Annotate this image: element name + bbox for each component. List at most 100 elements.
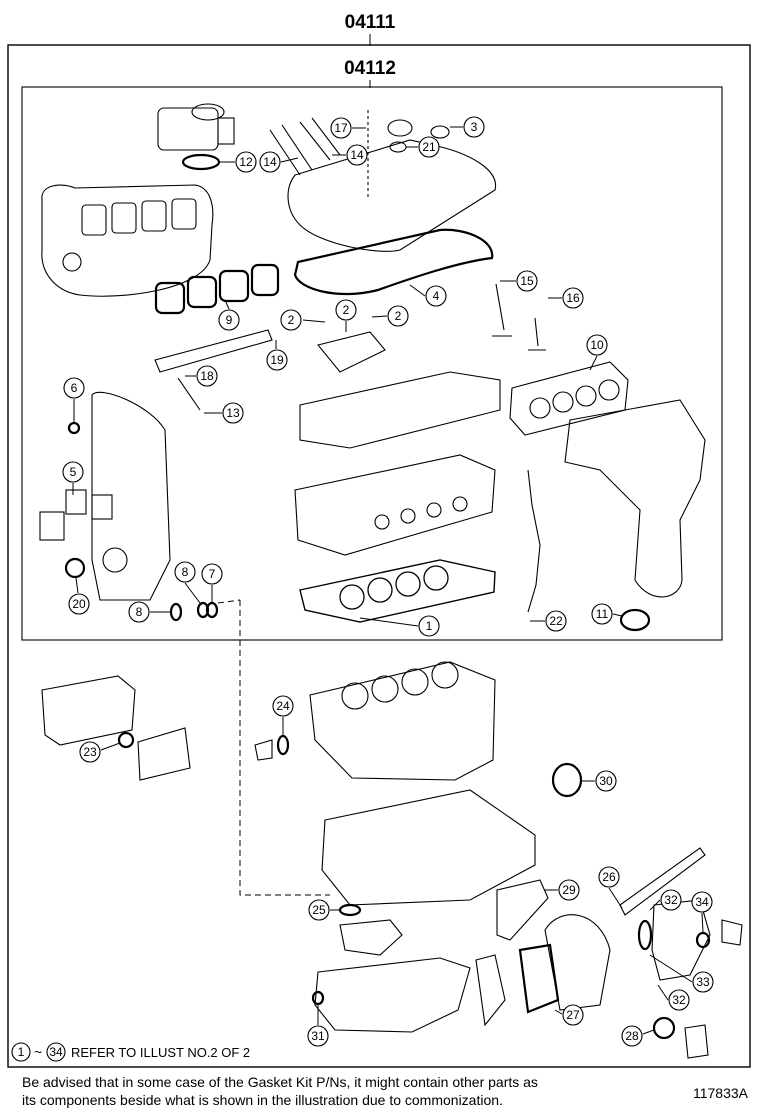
svg-text:34: 34 (695, 895, 709, 909)
callout-19: 19 (266, 340, 288, 371)
illustration-id: 117833A (692, 1085, 748, 1101)
callout-31: 31 (307, 1005, 329, 1047)
callout-25: 25 (308, 899, 340, 921)
svg-text:1: 1 (18, 1045, 25, 1059)
throttle-body (157, 103, 235, 151)
callout-30: 30 (581, 770, 617, 792)
crank-front-oil-seal (64, 557, 86, 579)
svg-text:8: 8 (136, 605, 143, 619)
svg-text:13: 13 (226, 406, 240, 420)
water-outlet (684, 1024, 709, 1059)
svg-text:5: 5 (70, 465, 77, 479)
oil-pressure-switch (254, 739, 273, 761)
o-ring-23 (117, 731, 135, 749)
gasket-34 (695, 931, 711, 949)
cover-gasket (65, 489, 87, 515)
callout-15: 15 (500, 270, 538, 292)
svg-text:2: 2 (343, 303, 350, 317)
thermostat (721, 919, 743, 946)
svg-text:26: 26 (602, 870, 616, 884)
water-pump-pulley (475, 954, 506, 1027)
svg-text:19: 19 (270, 353, 284, 367)
callout-2a: 2 (280, 309, 326, 331)
callout-2b: 2 (335, 299, 357, 332)
svg-text:16: 16 (566, 291, 580, 305)
callout-4: 4 (409, 284, 447, 307)
oil-filter-bracket (137, 727, 191, 781)
svg-text:32: 32 (664, 893, 678, 907)
cylinder-head-cover-gasket (293, 228, 494, 296)
callout-34: 34 (691, 891, 713, 933)
water-pump (544, 914, 611, 1011)
callout-27: 27 (554, 1004, 584, 1026)
callout-32a: 32 (649, 889, 682, 911)
svg-text:9: 9 (226, 313, 233, 327)
gasket-32-33 (637, 919, 653, 951)
svg-text:8: 8 (182, 565, 189, 579)
cylinder-head (294, 454, 496, 556)
water-bypass-pipe (619, 847, 706, 916)
callout-26: 26 (598, 866, 623, 909)
callout-6: 6 (63, 377, 85, 423)
callout-13: 13 (204, 402, 244, 424)
svg-text:2: 2 (288, 313, 295, 327)
callout-1: 1 (359, 615, 440, 637)
svg-text:7: 7 (209, 567, 216, 581)
svg-text:14: 14 (350, 148, 364, 162)
intake-manifold-gasket (154, 263, 280, 315)
svg-text:34: 34 (49, 1045, 63, 1059)
svg-text:31: 31 (311, 1029, 325, 1043)
callout-21: 21 (406, 136, 440, 158)
callout-10: 10 (586, 334, 608, 371)
svg-text:30: 30 (599, 774, 613, 788)
svg-text:3: 3 (471, 120, 478, 134)
drain-plug-gasket (311, 990, 325, 1006)
o-ring-8a (169, 602, 183, 622)
timing-chain-cover (91, 391, 171, 601)
reference-end-marker: 34 (46, 1042, 66, 1062)
footer-note-line-2: its components beside what is shown in t… (22, 1092, 503, 1108)
callout-8b: 8 (174, 561, 201, 604)
svg-text:22: 22 (549, 614, 563, 628)
svg-text:25: 25 (312, 903, 326, 917)
reference-note: REFER TO ILLUST NO.2 OF 2 (71, 1045, 250, 1060)
callout-29: 29 (545, 879, 580, 901)
o-ring-small (67, 421, 81, 435)
svg-text:2: 2 (395, 309, 402, 323)
callout-3: 3 (450, 116, 485, 138)
svg-text:33: 33 (696, 975, 710, 989)
reference-tilde: ~ (34, 1044, 42, 1060)
callout-7: 7 (201, 563, 223, 603)
svg-text:10: 10 (590, 338, 604, 352)
callout-9: 9 (218, 299, 240, 331)
svg-text:21: 21 (422, 140, 436, 154)
rear-oil-seal (551, 762, 583, 798)
callout-23: 23 (79, 741, 121, 763)
water-pump-gasket (496, 879, 549, 941)
throttle-body-gasket (181, 153, 221, 171)
reference-start-marker: 1 (11, 1042, 31, 1062)
callout-14a: 14 (259, 151, 299, 173)
o-ring-24 (276, 734, 290, 756)
svg-text:28: 28 (625, 1029, 639, 1043)
svg-text:12: 12 (239, 155, 253, 169)
callout-24: 24 (272, 695, 294, 736)
callout-32b: 32 (657, 984, 690, 1011)
kit-code-04111: 04111 (345, 12, 396, 33)
svg-text:1: 1 (426, 619, 433, 633)
water-inlet-housing (39, 511, 65, 541)
svg-text:20: 20 (72, 597, 86, 611)
oil-pan-lower (314, 957, 471, 1033)
kit-boundary-dashed-line (239, 600, 330, 896)
svg-text:17: 17 (334, 121, 348, 135)
callout-12: 12 (219, 151, 257, 173)
camshaft-housing (299, 331, 501, 449)
footer-note-line-1: Be advised that in some case of the Gask… (22, 1074, 538, 1090)
oil-pan-upper (321, 789, 536, 906)
inner-kit-frame (21, 86, 723, 641)
svg-text:32: 32 (672, 993, 686, 1007)
outer-kit-frame (7, 44, 751, 1068)
cylinder-block (309, 661, 496, 781)
ignition-coils (269, 117, 341, 176)
